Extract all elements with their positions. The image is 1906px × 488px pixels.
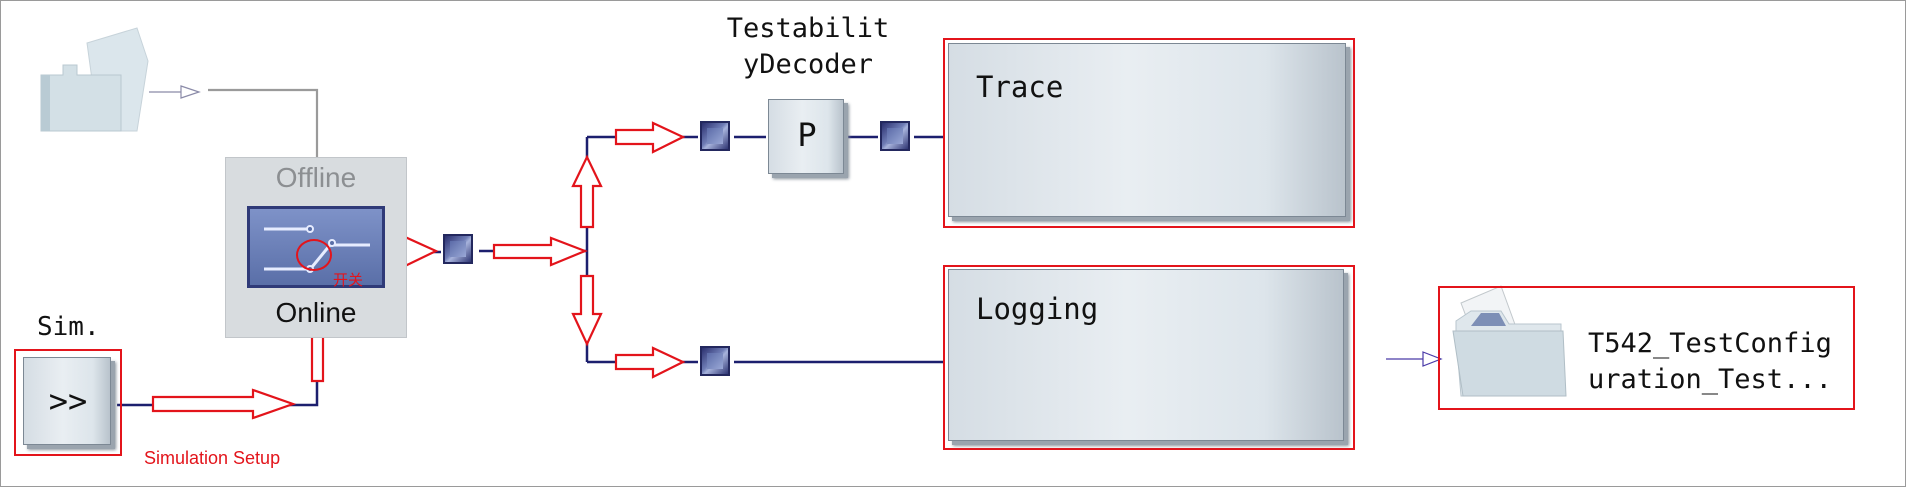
trace-highlight-box <box>943 38 1355 228</box>
online-label: Online <box>275 297 357 328</box>
folder-document-icon <box>1452 285 1567 397</box>
output-file-name-line2: uration_Test... <box>1588 364 1832 395</box>
output-file-name-line1: T542_TestConfig <box>1588 328 1832 359</box>
red-arrow-up-2 <box>571 154 603 229</box>
testability-title-line2: yDecoder <box>742 49 874 80</box>
gray-arrow-icon <box>180 85 201 99</box>
sim-title: Sim. <box>37 312 100 342</box>
output-file-highlight-box <box>1438 286 1855 410</box>
junction-node-p-out <box>880 121 910 151</box>
logging-block[interactable]: Logging <box>948 269 1344 441</box>
offline-label: Offline <box>275 162 357 193</box>
testability-decoder-block[interactable]: P <box>768 99 844 174</box>
trace-title: Trace <box>976 70 1064 104</box>
junction-node-upper <box>700 121 730 151</box>
folder-document-icon <box>40 27 149 132</box>
testability-decoder-title: Testabilit yDecoder <box>703 11 913 83</box>
output-file-name[interactable]: T542_TestConfig uration_Test... <box>1588 326 1832 398</box>
logging-highlight-box <box>943 265 1355 450</box>
red-arrow-right-4 <box>614 121 686 154</box>
red-arrow-right-1 <box>151 388 297 420</box>
red-arrow-right-5 <box>614 346 686 379</box>
switch-note: 开关 <box>333 271 364 289</box>
switch-highlight-ellipse <box>296 239 332 271</box>
junction-node-lower <box>700 346 730 376</box>
simulation-icon: >> <box>48 382 88 420</box>
testability-title-line1: Testabilit <box>726 13 890 44</box>
trace-block[interactable]: Trace <box>948 43 1346 217</box>
output-arrow-icon <box>1422 351 1443 367</box>
sim-block[interactable]: >> <box>23 357 111 445</box>
logging-title: Logging <box>976 292 1099 326</box>
simulation-setup-label: Simulation Setup <box>144 448 281 468</box>
red-arrow-right-3 <box>492 236 588 267</box>
p-label: P <box>797 116 817 154</box>
junction-node-main <box>443 234 473 264</box>
gray-wire <box>208 88 319 159</box>
sim-highlight-box <box>14 349 122 456</box>
red-arrow-down <box>571 274 603 347</box>
